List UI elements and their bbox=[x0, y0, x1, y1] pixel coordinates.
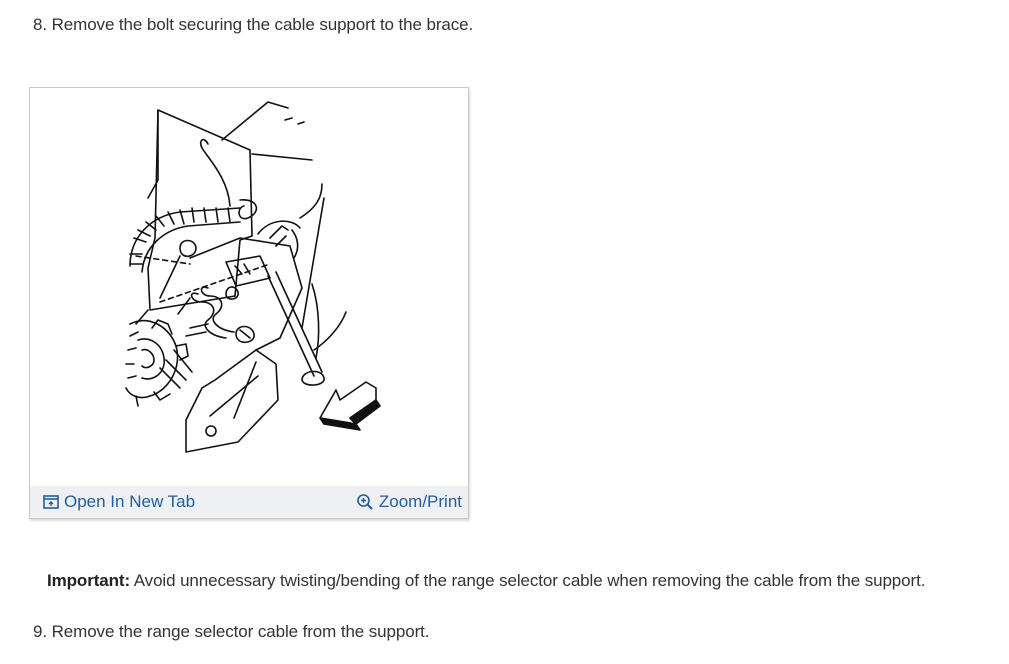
important-note: Important: Avoid unnecessary twisting/be… bbox=[47, 571, 925, 591]
zoom-print-link[interactable]: Zoom/Print bbox=[356, 492, 462, 512]
step-8-text: 8. Remove the bolt securing the cable su… bbox=[33, 15, 474, 34]
figure-footer: Open In New Tab Zoom/Print bbox=[30, 486, 468, 518]
step-9-text: 9. Remove the range selector cable from … bbox=[33, 622, 430, 641]
open-in-new-tab-label: Open In New Tab bbox=[64, 492, 196, 511]
figure-card: Open In New Tab Zoom/Print bbox=[29, 87, 469, 519]
cable-support-diagram bbox=[125, 101, 381, 453]
important-label: Important: bbox=[47, 571, 131, 590]
open-new-tab-icon bbox=[43, 495, 59, 509]
zoom-print-label: Zoom/Print bbox=[378, 492, 462, 511]
zoom-in-icon bbox=[357, 494, 373, 510]
open-in-new-tab-link[interactable]: Open In New Tab bbox=[43, 492, 195, 512]
important-text: Avoid unnecessary twisting/bending of th… bbox=[130, 571, 926, 590]
